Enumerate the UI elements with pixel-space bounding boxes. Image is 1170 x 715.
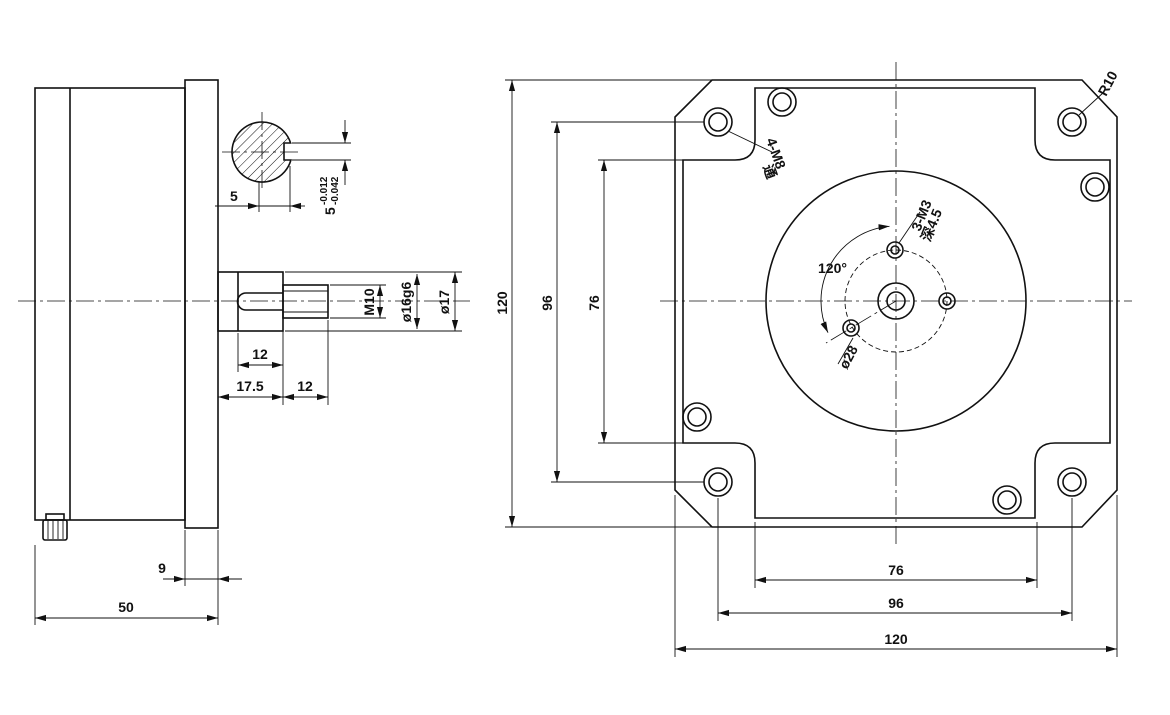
width-inner-label: 76 <box>888 562 904 578</box>
keyway <box>236 292 283 311</box>
key-width-tol-lower: -0.042 <box>330 176 341 205</box>
corner-hole-inner <box>708 472 728 492</box>
thread-label: M10 <box>361 288 377 315</box>
cable-connector <box>42 513 68 541</box>
key-width-nominal: 5 <box>322 207 338 215</box>
counterbore-outer <box>767 87 797 117</box>
corner-hole-outer <box>1057 467 1087 497</box>
height-outer-label: 120 <box>494 291 510 315</box>
threaded-tip <box>282 284 329 319</box>
corner-hole-outer <box>1057 107 1087 137</box>
flange-outline <box>674 79 1118 528</box>
shaft-section: 5 5 -0.012 -0.042 <box>215 112 351 215</box>
counterbore-outer <box>992 485 1022 515</box>
m3-leader <box>898 211 921 244</box>
width-holes-label: 96 <box>888 595 904 611</box>
flange-label: 9 <box>158 560 166 576</box>
bolt-circle-leader <box>837 337 854 365</box>
counterbore-outer <box>1080 172 1110 202</box>
shaft-dia-label: ø17 <box>436 290 452 314</box>
corner-hole-inner <box>708 112 728 132</box>
shaft-fit-label: ø16g6 <box>398 282 414 323</box>
shaft-dimensions: 12 17.5 12 M10 ø16g6 ø17 <box>217 271 462 405</box>
thread-length-label: 12 <box>297 378 313 394</box>
m3-hole-inner <box>890 245 900 255</box>
bolt-circle <box>844 249 948 353</box>
m8-leader <box>727 130 773 153</box>
key-offset-label: 17.5 <box>236 378 263 394</box>
radius-leader <box>1078 91 1105 116</box>
connector-body <box>42 519 68 541</box>
side-view: 5 5 -0.012 -0.042 12 17.5 12 <box>18 79 470 625</box>
output-shaft <box>217 271 329 332</box>
angle-label: 120° <box>818 260 847 276</box>
counterbore-inner <box>772 92 792 112</box>
counterbore-inner <box>687 407 707 427</box>
key-length-label: 12 <box>252 346 268 362</box>
m3-hole-inner <box>942 296 952 306</box>
front-vertical-dimensions: 120 96 76 <box>494 79 712 528</box>
body-dimensions: 9 50 <box>34 530 242 625</box>
corner-hole-inner <box>1062 472 1082 492</box>
key-width-tol-upper: -0.012 <box>319 176 330 205</box>
flange-inner-contour <box>682 87 1111 519</box>
height-inner-label: 76 <box>586 295 602 311</box>
key-width-label: 5 -0.012 -0.042 <box>319 176 341 215</box>
pilot-boss-circle <box>765 170 1027 432</box>
key-depth-label: 5 <box>230 188 238 204</box>
height-holes-label: 96 <box>539 295 555 311</box>
front-horizontal-dimensions: 76 96 120 <box>674 495 1118 657</box>
m8-through-label: 通 <box>760 162 780 181</box>
front-view: 120° ø28 3-M3 深4.5 4-M8 通 R10 120 96 <box>494 62 1132 657</box>
counterbore-inner <box>997 490 1017 510</box>
m3-hole-outer <box>938 292 956 310</box>
length-label: 50 <box>118 599 134 615</box>
width-outer-label: 120 <box>884 631 908 647</box>
counterbored-holes <box>682 87 1110 515</box>
angle-dim-arc <box>820 224 890 333</box>
counterbore-outer <box>682 402 712 432</box>
counterbore-inner <box>1085 177 1105 197</box>
corner-hole-inner <box>1062 112 1082 132</box>
